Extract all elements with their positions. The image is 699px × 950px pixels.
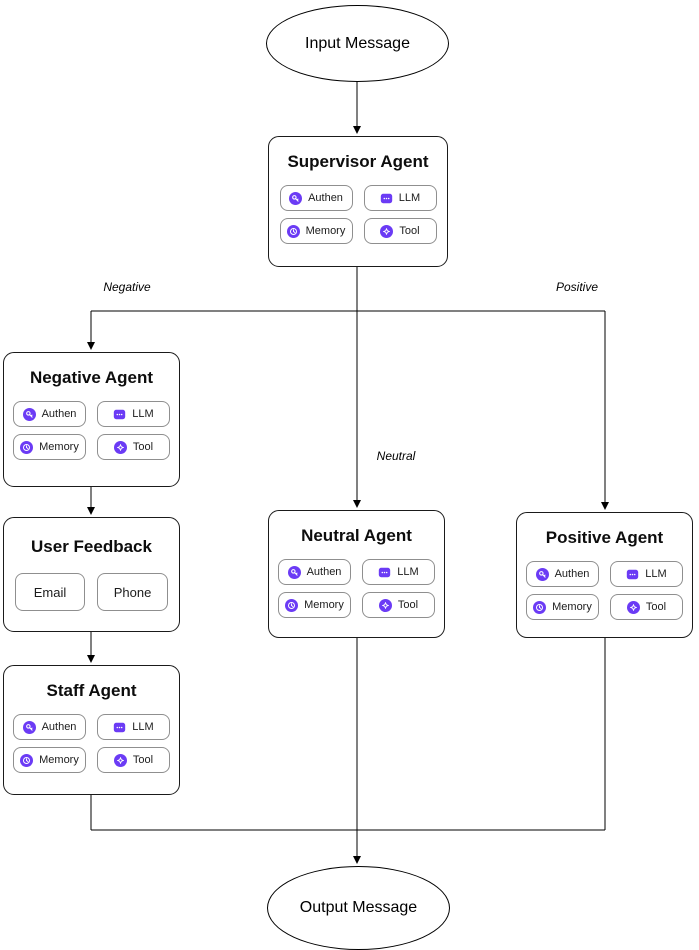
capability-chip-tool: Tool	[362, 592, 435, 618]
tool-icon	[114, 441, 127, 454]
capability-chip-authen: Authen	[526, 561, 599, 587]
user-feedback-node: User Feedback Email Phone	[3, 517, 180, 632]
memory-icon	[285, 599, 298, 612]
authen-icon	[288, 566, 301, 579]
supervisor-agent-node: Supervisor Agent Authen LLM Memory Tool	[268, 136, 448, 267]
authen-icon	[289, 192, 302, 205]
feedback-options: Email Phone	[15, 573, 168, 611]
chip-label: Memory	[305, 225, 346, 237]
capability-chip-tool: Tool	[363, 218, 437, 244]
capability-chip-authen: Authen	[13, 401, 86, 427]
memory-icon	[20, 441, 33, 454]
chip-label: Authen	[41, 721, 77, 733]
chip-label: Authen	[306, 566, 342, 578]
node-title: Staff Agent	[46, 681, 137, 700]
llm-icon	[380, 192, 393, 205]
node-title: Positive Agent	[545, 528, 664, 547]
node-title: Negative Agent	[29, 368, 154, 387]
authen-icon	[23, 721, 36, 734]
output-node: Output Message	[267, 866, 450, 950]
llm-icon	[113, 408, 126, 421]
capability-grid: Authen LLM Memory Tool	[526, 561, 683, 620]
neutral-agent-node: Neutral Agent Authen LLM Memory Tool	[268, 510, 445, 638]
capability-chip-llm: LLM	[362, 559, 435, 585]
memory-icon	[287, 225, 300, 238]
edge-label-negative: Negative	[103, 280, 151, 294]
capability-chip-llm: LLM	[610, 561, 683, 587]
capability-chip-tool: Tool	[97, 434, 170, 460]
tool-icon	[114, 754, 127, 767]
capability-chip-memory: Memory	[278, 592, 351, 618]
positive-agent-node: Positive Agent Authen LLM Memory Tool	[516, 512, 693, 638]
capability-chip-llm: LLM	[97, 401, 170, 427]
chip-label: Tool	[645, 601, 667, 613]
tool-icon	[380, 225, 393, 238]
capability-grid: Authen LLM Memory Tool	[13, 401, 170, 460]
capability-chip-llm: LLM	[363, 185, 437, 211]
chip-label: Tool	[399, 225, 420, 237]
capability-chip-authen: Authen	[13, 714, 86, 740]
llm-icon	[378, 566, 391, 579]
phone-chip: Phone	[97, 573, 168, 611]
staff-agent-node: Staff Agent Authen LLM Memory Tool	[3, 665, 180, 795]
capability-chip-memory: Memory	[13, 747, 86, 773]
chip-label: Authen	[554, 568, 590, 580]
capability-chip-tool: Tool	[97, 747, 170, 773]
capability-chip-memory: Memory	[526, 594, 599, 620]
chip-label: Memory	[552, 601, 592, 613]
edge-label-neutral: Neutral	[376, 449, 416, 463]
email-chip: Email	[15, 573, 85, 611]
tool-icon	[627, 601, 640, 614]
chip-label: Tool	[132, 754, 154, 766]
chip-label: Memory	[39, 754, 79, 766]
input-node-label: Input Message	[305, 34, 410, 52]
chip-label: LLM	[398, 192, 421, 204]
llm-icon	[113, 721, 126, 734]
capability-chip-authen: Authen	[279, 185, 353, 211]
memory-icon	[533, 601, 546, 614]
chip-label: Authen	[308, 192, 343, 204]
capability-chip-authen: Authen	[278, 559, 351, 585]
memory-icon	[20, 754, 33, 767]
chip-label: LLM	[132, 721, 154, 733]
capability-grid: Authen LLM Memory Tool	[13, 714, 170, 773]
tool-icon	[379, 599, 392, 612]
chip-label: LLM	[132, 408, 154, 420]
node-title: Supervisor Agent	[287, 152, 429, 171]
chip-label: Memory	[304, 599, 344, 611]
chip-label: Authen	[41, 408, 77, 420]
capability-chip-memory: Memory	[13, 434, 86, 460]
node-title: Neutral Agent	[301, 526, 412, 545]
capability-grid: Authen LLM Memory Tool	[278, 559, 435, 618]
output-node-label: Output Message	[299, 899, 418, 916]
capability-chip-memory: Memory	[279, 218, 353, 244]
chip-label: Tool	[397, 599, 419, 611]
node-title: User Feedback	[31, 537, 152, 556]
capability-chip-tool: Tool	[610, 594, 683, 620]
chip-label: Memory	[39, 441, 79, 453]
edge-label-positive: Positive	[555, 280, 599, 294]
chip-label: LLM	[645, 568, 667, 580]
negative-agent-node: Negative Agent Authen LLM Memory Tool	[3, 352, 180, 487]
llm-icon	[626, 568, 639, 581]
chip-label: Tool	[132, 441, 154, 453]
authen-icon	[536, 568, 549, 581]
input-node: Input Message	[266, 5, 449, 82]
authen-icon	[23, 408, 36, 421]
capability-grid: Authen LLM Memory Tool	[279, 185, 437, 244]
capability-chip-llm: LLM	[97, 714, 170, 740]
chip-label: LLM	[397, 566, 419, 578]
